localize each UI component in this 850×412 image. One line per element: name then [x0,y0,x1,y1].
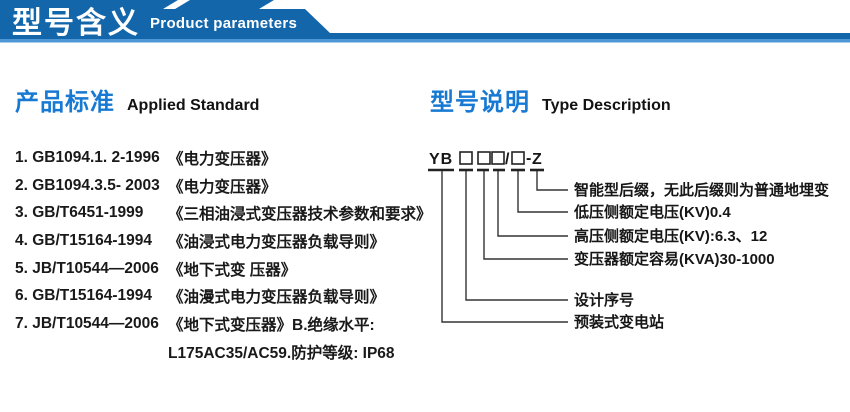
connector-low-voltage [517,171,568,213]
standard-item: 2. GB1094.3.5- 2003 《电力变压器》 [15,172,427,200]
label-rated-capacity: 变压器额定容易(KVA)30-1000 [574,250,775,268]
label-low-voltage: 低压侧额定电压(KV)0.4 [573,203,731,221]
standard-code: 1. GB1094.1. 2-1996 [15,148,160,166]
standard-code: 6. GB/T15164-1994 [15,287,153,305]
connector-suffix-z [536,171,568,191]
model-code-box-2 [477,151,491,165]
standards-list: 1. GB1094.1. 2-1996 《电力变压器》 2. GB1094.3.… [15,144,432,366]
connector-capacity [483,171,568,260]
connector-substation [441,171,568,323]
model-code-prefix: YB [429,151,453,168]
banner-ribbon-shape [0,0,850,39]
standard-code: 7. JB/T10544—2006 [15,314,159,332]
model-code-dash: - [526,150,532,167]
applied-standard-heading-en: Applied Standard [127,97,260,114]
model-code-box-3 [491,151,505,165]
standard-title: 《电力变压器》 [168,150,277,168]
standard-item-continuation: L175AC35/AC59.防护等级: IP68 [15,338,427,366]
standard-title: 《地下式变压器》B.绝缘水平: [168,316,375,334]
model-code-suffix: Z [532,151,543,168]
banner-slash-shape [175,0,274,9]
standard-title: 《油漫式电力变压器负载导则》 [168,289,386,307]
type-description-heading: 型号说明 Type Description [430,82,671,117]
standard-title: 《地下式变 压器》 [168,261,297,279]
page-subtitle: Product parameters [150,15,297,32]
model-code-separator: / [505,151,510,168]
page-title: 型号含义 [12,6,140,40]
standard-item: 3. GB/T6451-1999 《三相油浸式变压器技术参数和要求》 [15,199,432,227]
banner-bottom-line [0,39,850,43]
standard-title: 《三相油浸式变压器技术参数和要求》 [168,206,432,224]
connector-high-voltage [497,171,568,237]
standard-title: 《油浸式电力变压器负载导则》 [168,233,386,251]
model-code-box-1 [459,151,473,165]
standard-item: 1. GB1094.1. 2-1996 《电力变压器》 [15,144,427,172]
applied-standard-heading-zh: 产品标准 [15,89,115,116]
standard-code: 5. JB/T10544—2006 [15,259,159,277]
type-description-heading-zh: 型号说明 [430,89,530,116]
standard-title: 《电力变压器》 [168,178,277,196]
label-high-voltage: 高压侧额定电压(KV):6.3、12 [574,227,767,245]
standard-code: 3. GB/T6451-1999 [15,204,144,222]
standard-code: 4. GB/T15164-1994 [15,231,153,249]
model-code-box-4 [511,151,525,165]
standard-item: 5. JB/T10544—2006 《地下式变 压器》 [15,255,427,283]
standard-item: 6. GB/T15164-1994 《油漫式电力变压器负载导则》 [15,282,427,310]
label-design-serial: 设计序号 [574,291,634,309]
applied-standard-heading: 产品标准 Applied Standard [15,82,259,117]
type-description-heading-en: Type Description [542,97,671,114]
label-smart-suffix: 智能型后缀，无此后缀则为普通地埋变 [574,181,829,199]
standard-item: 7. JB/T10544—2006 《地下式变压器》B.绝缘水平: [15,310,427,338]
connector-design-serial [465,171,568,301]
standard-code: 2. GB1094.3.5- 2003 [15,176,160,194]
standard-item: 4. GB/T15164-1994 《油浸式电力变压器负载导则》 [15,227,427,255]
header-banner: 型号含义 Product parameters [0,0,850,43]
standard-title: L175AC35/AC59.防护等级: IP68 [168,344,395,362]
label-substation: 预装式变电站 [574,313,664,331]
model-code-diagram: YB / - Z 智能型后缀，无此后缀则为普通地埋变 低压侧额定电压(KV)0.… [428,150,829,331]
